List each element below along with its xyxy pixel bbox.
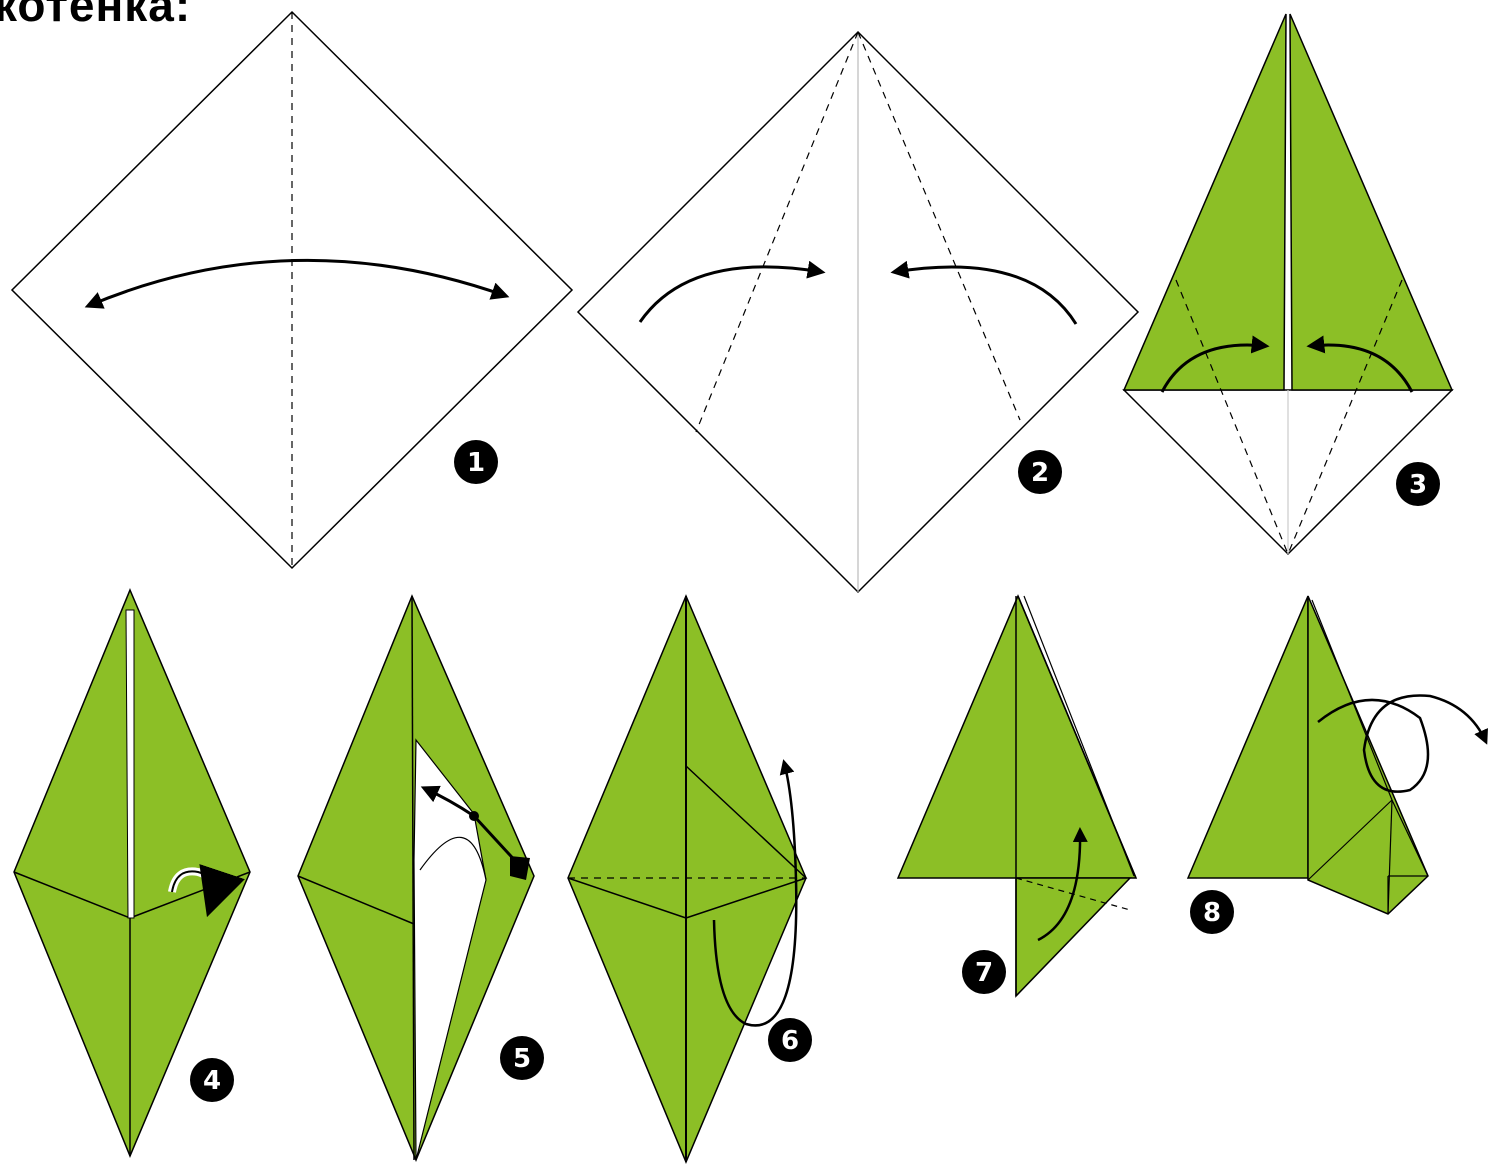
step-2-fold-left: [695, 31, 859, 433]
step-number-8: 8: [1190, 890, 1234, 934]
step-8-triangle: [1186, 595, 1309, 879]
svg-text:6: 6: [781, 1026, 799, 1056]
step-8-loop-arrow: [1317, 694, 1488, 793]
step-7-arrow: [1037, 827, 1088, 942]
step-number-2: 2: [1018, 450, 1062, 494]
step-2-fold-right: [857, 31, 1021, 421]
step-2-arrow-left: [638, 260, 826, 323]
svg-text:7: 7: [975, 958, 993, 988]
page-title: котенка:: [0, 0, 192, 31]
step-1-double-arrow: [84, 258, 510, 309]
step-3-left-flap: [1122, 13, 1287, 391]
step-number-4: 4: [190, 1058, 234, 1102]
step-4-diagram: [13, 588, 251, 1158]
step-3-arrow-left: [1160, 335, 1270, 393]
svg-text:1: 1: [467, 448, 485, 478]
step-number-6: 6: [768, 1018, 812, 1062]
step-8-diagram: [1186, 595, 1488, 915]
step-3-right-flap: [1289, 13, 1454, 391]
svg-text:3: 3: [1409, 470, 1427, 500]
step-number-1: 1: [454, 440, 498, 484]
svg-text:8: 8: [1203, 898, 1221, 928]
step-1-diagram: [10, 10, 574, 570]
step-8-right-part: [1307, 595, 1429, 915]
step-6-diagram: [567, 594, 808, 1164]
svg-text:5: 5: [513, 1044, 531, 1074]
step-number-5: 5: [500, 1036, 544, 1080]
step-3-arrow-right: [1306, 335, 1414, 393]
step-3-diagram: [1122, 13, 1454, 556]
step-2-diagram: [576, 30, 1140, 594]
step-number-7: 7: [962, 950, 1006, 994]
step-7-diagram: [896, 594, 1138, 998]
step-2-arrow-right: [890, 260, 1078, 325]
step-number-3: 3: [1396, 462, 1440, 506]
step-6-loop-arrow: [712, 759, 798, 1027]
step-5-diagram: [297, 594, 535, 1162]
step-7-triangle: [896, 594, 1138, 879]
svg-text:4: 4: [203, 1066, 221, 1096]
svg-text:2: 2: [1031, 458, 1049, 488]
